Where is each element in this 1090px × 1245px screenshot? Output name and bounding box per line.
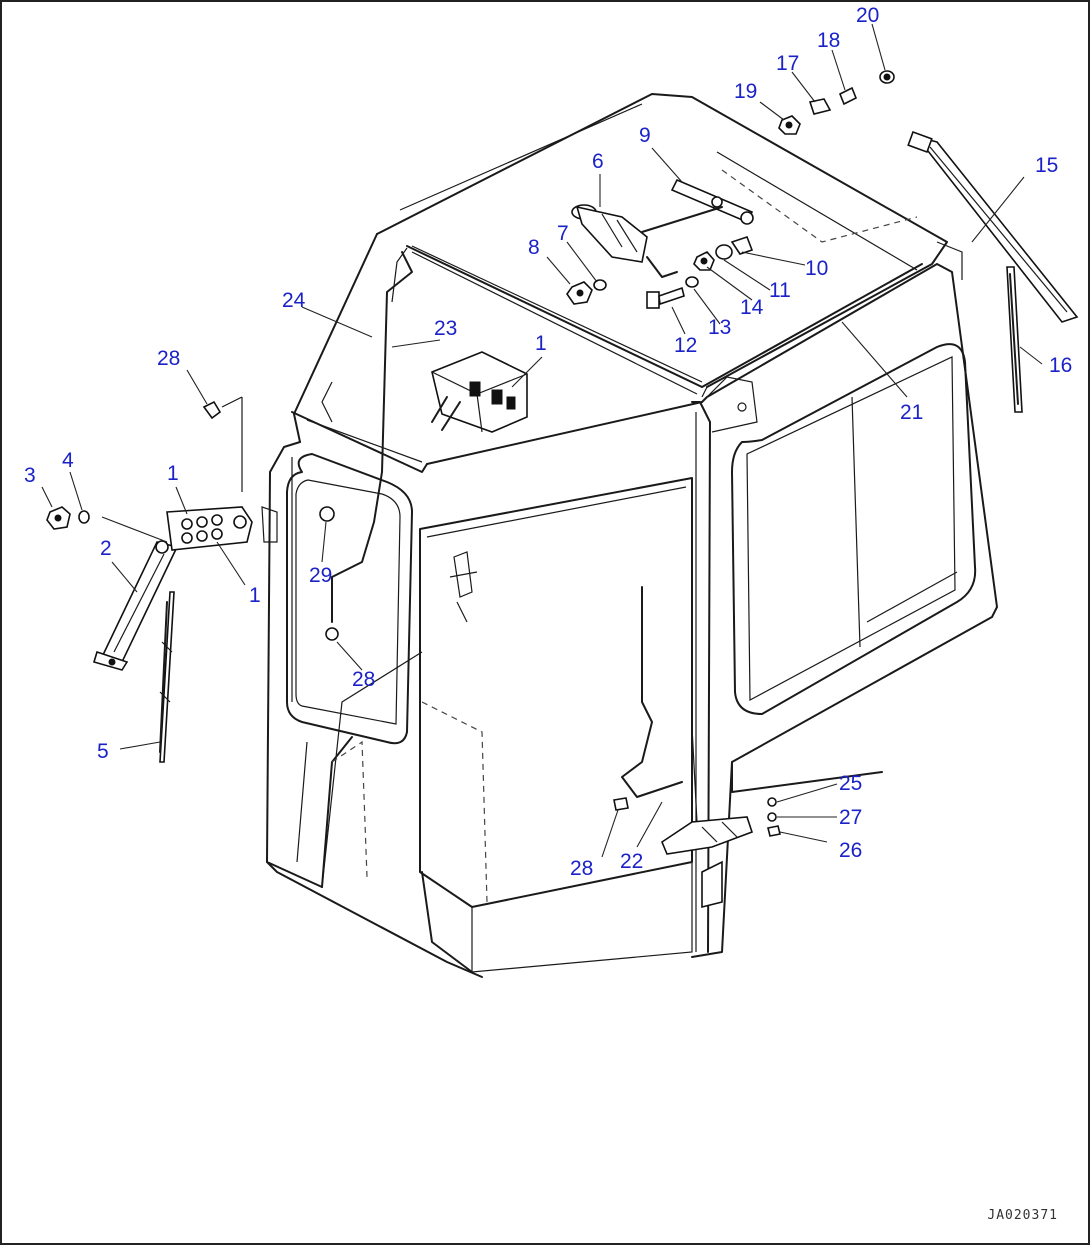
fasteners [46,70,895,837]
callout-28: 28 [352,668,375,691]
callout-3: 3 [24,464,36,487]
callout-20: 20 [856,4,879,27]
callout-18: 18 [817,29,840,52]
callout-14: 14 [740,296,764,319]
lower-wiper-assembly [661,816,754,909]
callout-28: 28 [157,347,180,370]
wiper-motor-center [431,351,528,433]
callout-1: 1 [535,332,547,355]
callout-23: 23 [434,317,457,340]
callout-19: 19 [734,80,757,103]
callout-10: 10 [805,257,828,280]
callout-11: 11 [769,279,791,302]
callout-24: 24 [282,289,306,312]
callout-21: 21 [900,401,923,424]
wiper-motor-rear [571,204,678,278]
callout-16: 16 [1049,354,1072,377]
leader-lines [41,23,1043,858]
callout-8: 8 [528,236,540,259]
callout-5: 5 [97,740,109,763]
callout-9: 9 [639,124,651,147]
callout-29: 29 [309,564,332,587]
wiper-arm-bracket [166,396,253,551]
callout-2: 2 [100,537,112,560]
callout-1: 1 [249,584,261,607]
door-handle [449,551,478,623]
callout-7: 7 [557,222,569,245]
cab-outline [261,93,998,978]
wiper-arm-rear [907,130,1079,323]
wiring-harness [331,247,698,823]
callout-22: 22 [620,850,643,873]
callout-6: 6 [592,150,604,173]
callout-13: 13 [708,316,731,339]
callout-25: 25 [839,772,862,795]
callout-4: 4 [62,449,74,472]
callout-1: 1 [167,462,179,485]
wiper-link-bar [641,178,754,233]
callout-15: 15 [1035,154,1058,177]
callout-27: 27 [839,806,862,829]
callout-17: 17 [776,52,799,75]
wiper-blade-front [159,591,175,763]
callouts: 1 1 1 2 3 4 5 6 7 8 9 10 11 12 13 14 15 … [24,4,1072,880]
callout-28: 28 [570,857,593,880]
wiper-arm-front [93,540,179,671]
drawing-number: JA020371 [987,1208,1058,1223]
wiper-blade-rear [1006,266,1023,413]
callout-26: 26 [839,839,862,862]
callout-12: 12 [674,334,697,357]
